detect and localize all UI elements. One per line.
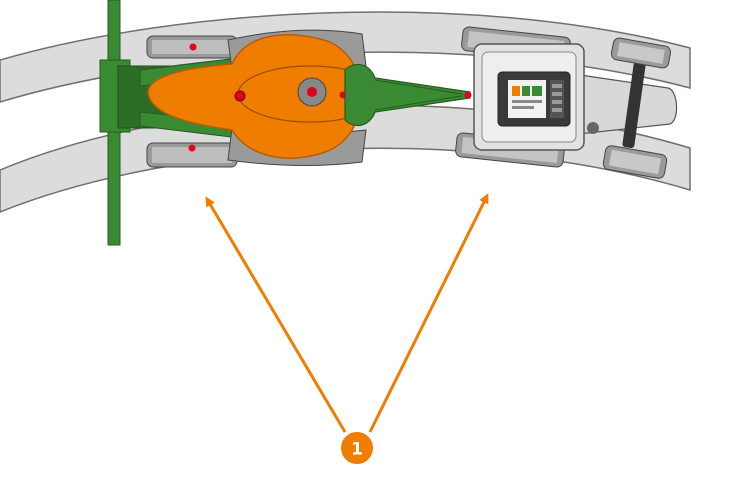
- tank-lid-center: [307, 87, 317, 97]
- tank-marker-left: [234, 90, 246, 102]
- arrow-icon: [368, 193, 489, 433]
- drawbar-line: [374, 95, 463, 111]
- tractor: [455, 26, 678, 179]
- lower-sprayer-tyre: [146, 142, 238, 168]
- upper-sprayer-tyre: [146, 35, 238, 59]
- hitch-point: [464, 91, 472, 99]
- arrow-icon: [205, 196, 347, 433]
- callout-badge-icon: 1: [339, 430, 375, 466]
- cab-pivot: [587, 122, 599, 134]
- callout-number: 1: [351, 440, 363, 460]
- drawbar-line: [374, 79, 463, 95]
- drawbar: [344, 63, 472, 127]
- tractor-front-tyre-lower: [602, 145, 668, 179]
- front-axle: [622, 61, 646, 149]
- tractor-front-tyre-upper: [610, 37, 672, 69]
- tractor-hood: [559, 71, 678, 137]
- terminal-screen-icon: [497, 71, 571, 127]
